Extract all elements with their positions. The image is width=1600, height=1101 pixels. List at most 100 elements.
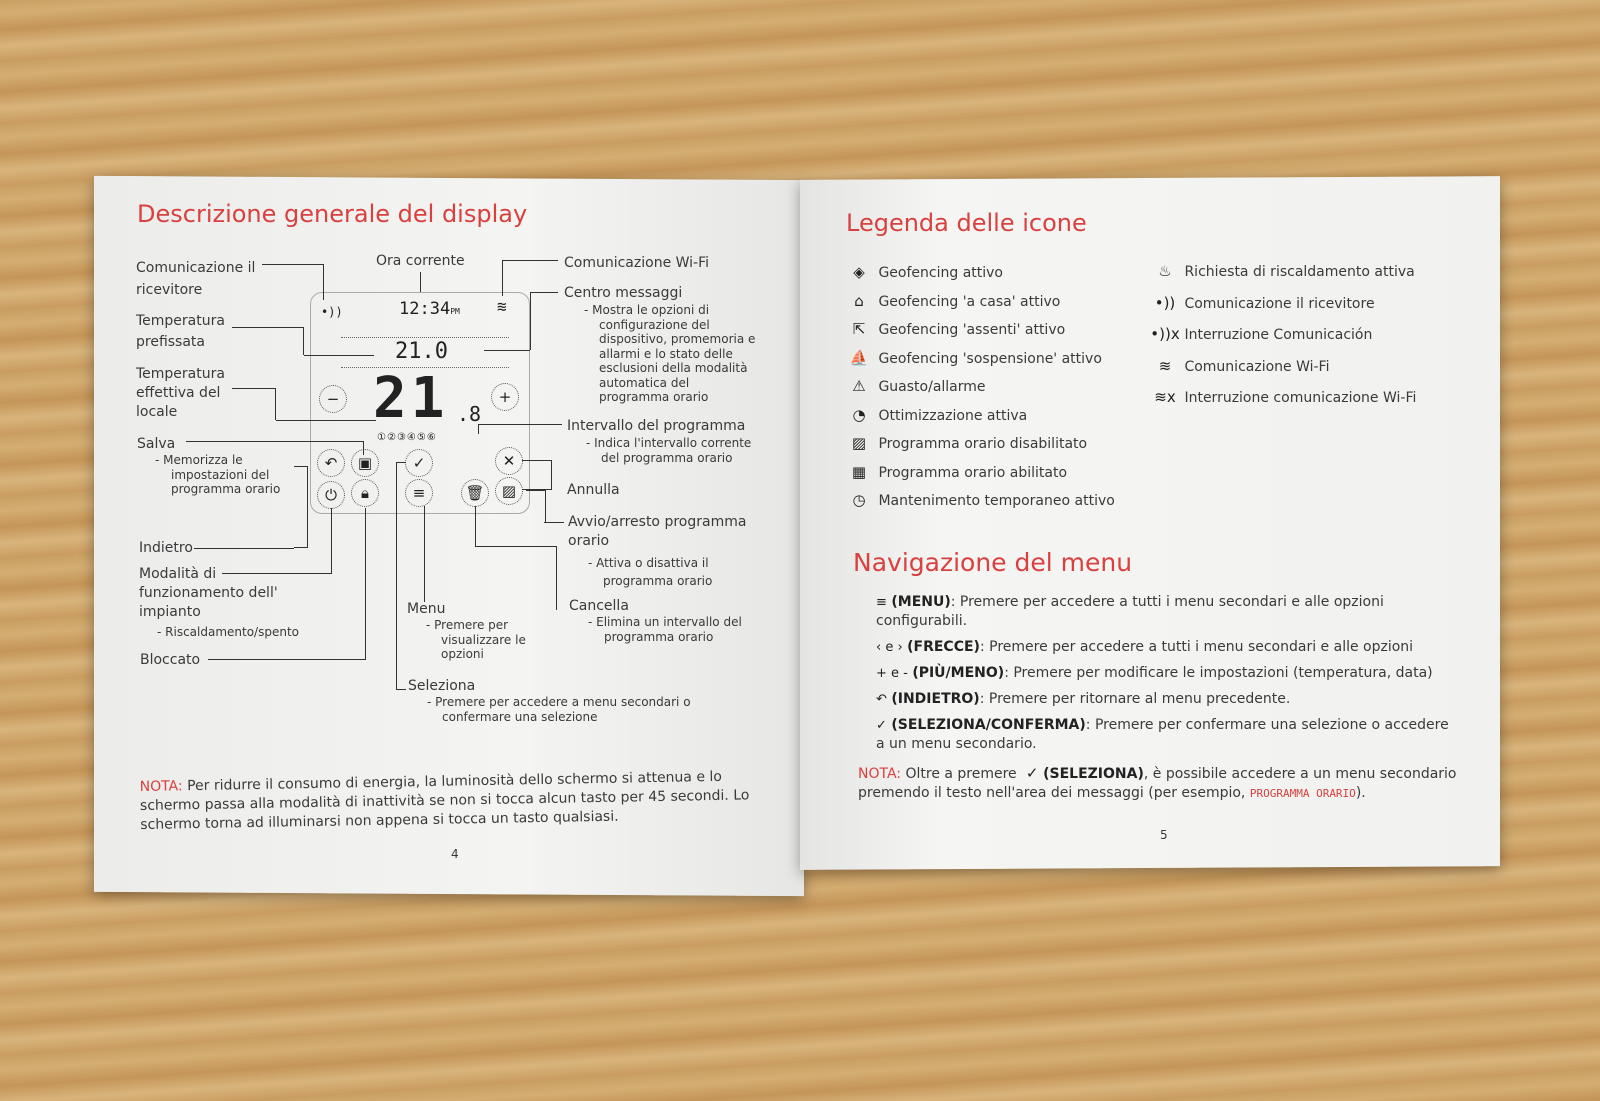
select-button[interactable]: ✓: [405, 449, 433, 477]
legend-label: Comunicazione il ricevitore: [1184, 295, 1375, 312]
legend-item: ♨ Richiesta di riscaldamento attiva: [1150, 262, 1414, 282]
cancel-button[interactable]: ✕: [495, 447, 523, 475]
legend-item: ▨ Programma orario disabilitato: [844, 434, 1087, 454]
legend-item: ≋ Comunicazione Wi-Fi: [1150, 356, 1330, 377]
nav-item-text-cont: configurabili.: [876, 613, 968, 629]
nav-item-text: : Premere per accedere a tutti i menu se…: [950, 594, 1384, 610]
legend-item: ◷ Mantenimento temporaneo attivo: [844, 491, 1115, 511]
legend-item: ≋x Interruzione comunicazione Wi-Fi: [1150, 388, 1416, 408]
nav-item-text: : Premere per accedere a tutti i menu se…: [979, 639, 1414, 655]
plus-button[interactable]: +: [491, 383, 519, 411]
callout-select: Seleziona: [408, 678, 476, 694]
page-number-left: 4: [451, 847, 459, 861]
save-button[interactable]: ▣: [351, 449, 379, 477]
page-number-right: 5: [1160, 828, 1168, 842]
time: 12:34: [399, 299, 451, 319]
legend-label: Mantenimento temporaneo attivo: [878, 493, 1115, 509]
legend-item: •)) Comunicazione il ricevitore: [1150, 294, 1375, 314]
lock-button[interactable]: 🔒︎: [351, 479, 379, 507]
nav-item-text: : Premere per confermare una selezione o…: [1085, 717, 1449, 733]
warning-icon: ⚠: [852, 377, 866, 395]
nav-item-name: (MENU): [891, 594, 951, 610]
legend-item: •))x Interruzione Comunicación: [1150, 325, 1372, 345]
room-temperature-decimal: .8: [457, 402, 482, 426]
legend-label: Guasto/allarme: [878, 379, 986, 395]
wifi-icon: ≋: [497, 297, 507, 316]
nav-list: ≡ (MENU): Premere per accedere a tutti i…: [876, 593, 1449, 761]
callout-menu: Menu: [407, 601, 446, 617]
callout-current-time: Ora corrente: [376, 253, 465, 269]
nav-item-name: (SELEZIONA/CONFERMA): [891, 717, 1086, 733]
away-icon: ⇱: [852, 320, 866, 338]
check-icon: ✓: [1025, 764, 1039, 782]
nav-item-name: (FRECCE): [907, 639, 980, 655]
legend-label: Geofencing attivo: [878, 265, 1003, 281]
suspend-icon: ⛵: [849, 348, 869, 367]
clock-icon: ◷: [852, 491, 866, 509]
legend-label: Interruzione comunicazione Wi-Fi: [1184, 390, 1417, 406]
thermostat-display: •)) 12:34PM ≋ 21.0 − 21 .8 + ①②③④⑤⑥ ↶ ▣ …: [310, 292, 530, 514]
menu-button[interactable]: ≡: [405, 479, 433, 507]
legend-item: ⇱ Geofencing 'assenti' attivo: [844, 320, 1065, 340]
delete-button[interactable]: 🗑︎: [461, 479, 489, 507]
legend-item: ◈ Geofencing attivo: [844, 263, 1003, 283]
callout-back: Indietro: [139, 540, 193, 556]
legend-item: ⛵ Geofencing 'sospensione' attivo: [844, 349, 1102, 369]
nav-item-name: (INDIETRO): [891, 691, 980, 707]
nav-item-text: : Premere per ritornare al menu preceden…: [979, 691, 1291, 707]
nav-item-name: (PIÙ/MENO): [912, 665, 1005, 681]
program-periods: ①②③④⑤⑥: [377, 432, 437, 443]
legend-item: ▦ Programma orario abilitato: [844, 463, 1067, 483]
receiver-off-icon: •))x: [1150, 325, 1180, 343]
minus-button[interactable]: −: [319, 385, 347, 413]
nav-item: + e - (PIÙ/MENO): Premere per modificare…: [876, 664, 1449, 683]
legend-label: Geofencing 'assenti' attivo: [878, 322, 1066, 338]
schedule-off-icon: ▨: [851, 434, 867, 452]
callout-cancel: Annulla: [567, 482, 620, 498]
power-button[interactable]: ⏻: [317, 481, 345, 509]
note-left: NOTA: Per ridurre il consumo di energia,…: [139, 768, 750, 833]
legend-label: Geofencing 'sospensione' attivo: [878, 350, 1102, 367]
back-button[interactable]: ↶: [317, 449, 345, 477]
ampm: PM: [450, 307, 460, 316]
callout-message-center: Centro messaggi: [564, 285, 683, 301]
legend-item: ◔ Ottimizzazione attiva: [844, 406, 1027, 426]
callout-delete: Cancella: [569, 598, 629, 614]
nav-icon: ✓: [876, 718, 887, 733]
nav-item: ↶ (INDIETRO): Premere per ritornare al m…: [876, 690, 1449, 709]
schedule-on-icon: ▦: [851, 462, 867, 481]
callout-save: Salva: [137, 436, 176, 452]
setpoint: 21.0: [395, 339, 448, 364]
nav-item: ✓ (SELEZIONA/CONFERMA): Premere per conf…: [876, 716, 1449, 754]
legend-title: Legenda delle icone: [846, 209, 1087, 237]
legend-label: Ottimizzazione attiva: [878, 407, 1028, 424]
callout-program-interval: Intervallo del programma: [567, 418, 746, 434]
nav-icon: ↶: [876, 692, 887, 707]
home-icon: ⌂: [854, 291, 864, 310]
nav-icon: ≡: [876, 595, 887, 610]
nav-item-text: : Premere per modificare le impostazioni…: [1004, 665, 1433, 681]
schedule-toggle-button[interactable]: ▨: [495, 477, 523, 505]
receiver-icon: •)): [321, 305, 343, 319]
wifi-icon: ≋: [1158, 356, 1172, 375]
callout-wifi: Comunicazione Wi-Fi: [564, 255, 710, 271]
room-temperature: 21: [373, 366, 449, 431]
receiver-icon: •)): [1154, 293, 1176, 312]
legend-label: Programma orario abilitato: [878, 464, 1068, 481]
legend-item: ⚠ Guasto/allarme: [844, 377, 986, 397]
nav-item: ≡ (MENU): Premere per accedere a tutti i…: [876, 593, 1449, 631]
nav-icon: + e -: [876, 666, 908, 681]
nav-title: Navigazione del menu: [853, 548, 1133, 577]
page-title: Descrizione generale del display: [137, 200, 528, 228]
nav-icon: ‹ e ›: [876, 640, 903, 655]
callout-mode-desc: - Riscaldamento/spento: [157, 625, 299, 639]
callout-locked: Bloccato: [140, 652, 201, 668]
legend-label: Interruzione Comunicación: [1184, 327, 1373, 343]
